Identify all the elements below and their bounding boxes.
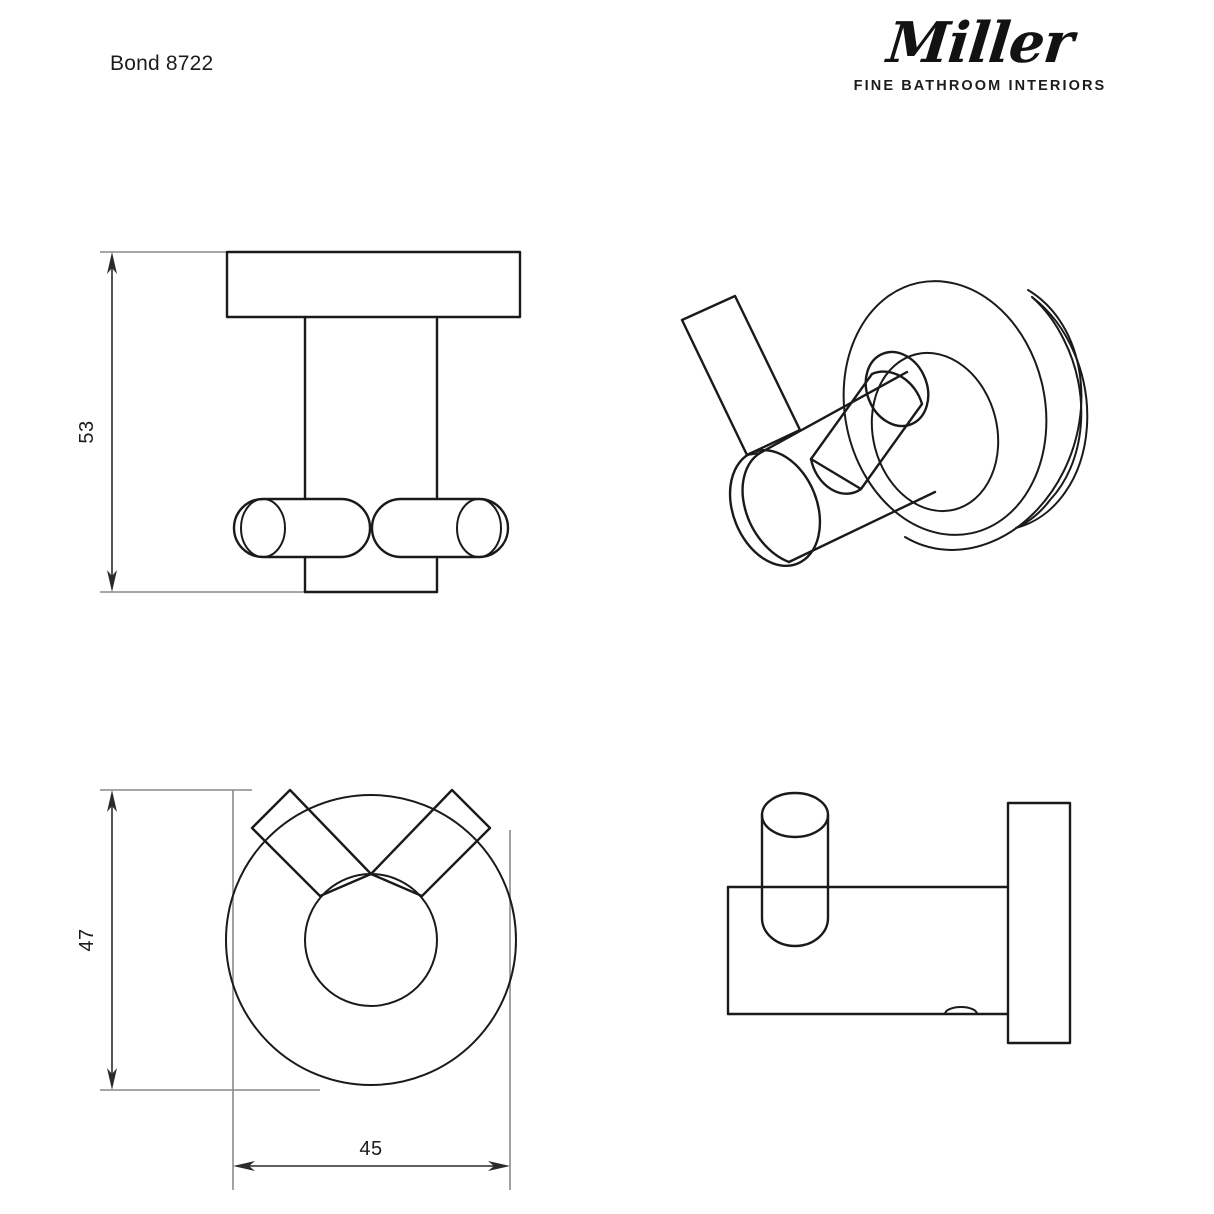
side-cylinder-body (760, 813, 830, 948)
front-rosette-outer-circle (225, 794, 517, 1086)
top-view-hook-left (232, 497, 372, 559)
iso-hook-nub (809, 350, 930, 495)
side-cylinder-top-ellipse (760, 791, 830, 839)
dimension-label-45: 45 (359, 1138, 382, 1160)
iso-nub-base-arc (809, 457, 863, 495)
iso-body-end-face (728, 448, 822, 568)
page-title: Bond 8722 (110, 52, 214, 75)
front-prong-left (250, 788, 373, 898)
top-view-wall-plate (225, 250, 522, 319)
view-isometric (680, 280, 1089, 568)
iso-rosette-depth-right (1015, 296, 1089, 529)
front-prong-right (369, 788, 492, 898)
arrowhead-right-45 (488, 1161, 510, 1171)
arrowhead-down-47 (107, 1068, 117, 1090)
dimension-53: 53 (76, 252, 117, 592)
dimension-label-47: 47 (76, 928, 98, 951)
dimension-47: 47 (76, 790, 117, 1090)
view-top: 53 (76, 250, 522, 594)
iso-prong-body (680, 294, 802, 457)
side-hook-cylinder (760, 791, 830, 948)
arrowhead-left-45 (233, 1161, 255, 1171)
brand-logo: Miller FINE BATHROOM INTERIORS (850, 10, 1110, 94)
arrowhead-down-53 (107, 570, 117, 592)
iso-rosette-depth-sweep (1015, 296, 1083, 529)
side-boss-arc (944, 1006, 978, 1015)
iso-hook-prong (680, 294, 802, 457)
arrowhead-up-53 (107, 252, 117, 274)
view-side (726, 791, 1072, 1045)
top-view-hook-right (370, 497, 510, 559)
iso-nub-end-face (864, 350, 930, 428)
hook-right-capsule (370, 497, 510, 559)
iso-rosette-outer (842, 280, 1048, 536)
iso-body-top-edge (758, 370, 909, 455)
side-wall-plate (1006, 801, 1072, 1045)
hook-left-capsule (232, 497, 372, 559)
hook-right-end-ellipse (456, 498, 502, 558)
iso-rosette-back-rim (904, 289, 1083, 551)
iso-rosette-boss (870, 351, 1000, 513)
iso-body-cylinder (728, 370, 937, 568)
iso-prong-join (746, 452, 761, 456)
sheet-header: Bond 8722 Miller FINE BATHROOM INTERIORS (0, 0, 1214, 130)
iso-nub-body (809, 370, 924, 491)
dimension-45: 45 (233, 1138, 510, 1171)
dimension-label-53: 53 (76, 420, 98, 443)
arrowhead-up-47 (107, 790, 117, 812)
hook-left-end-ellipse (240, 498, 286, 558)
brand-tagline: FINE BATHROOM INTERIORS (853, 78, 1107, 94)
view-front: 47 45 (76, 788, 517, 1190)
iso-body-end-ellipse-left (741, 451, 791, 564)
